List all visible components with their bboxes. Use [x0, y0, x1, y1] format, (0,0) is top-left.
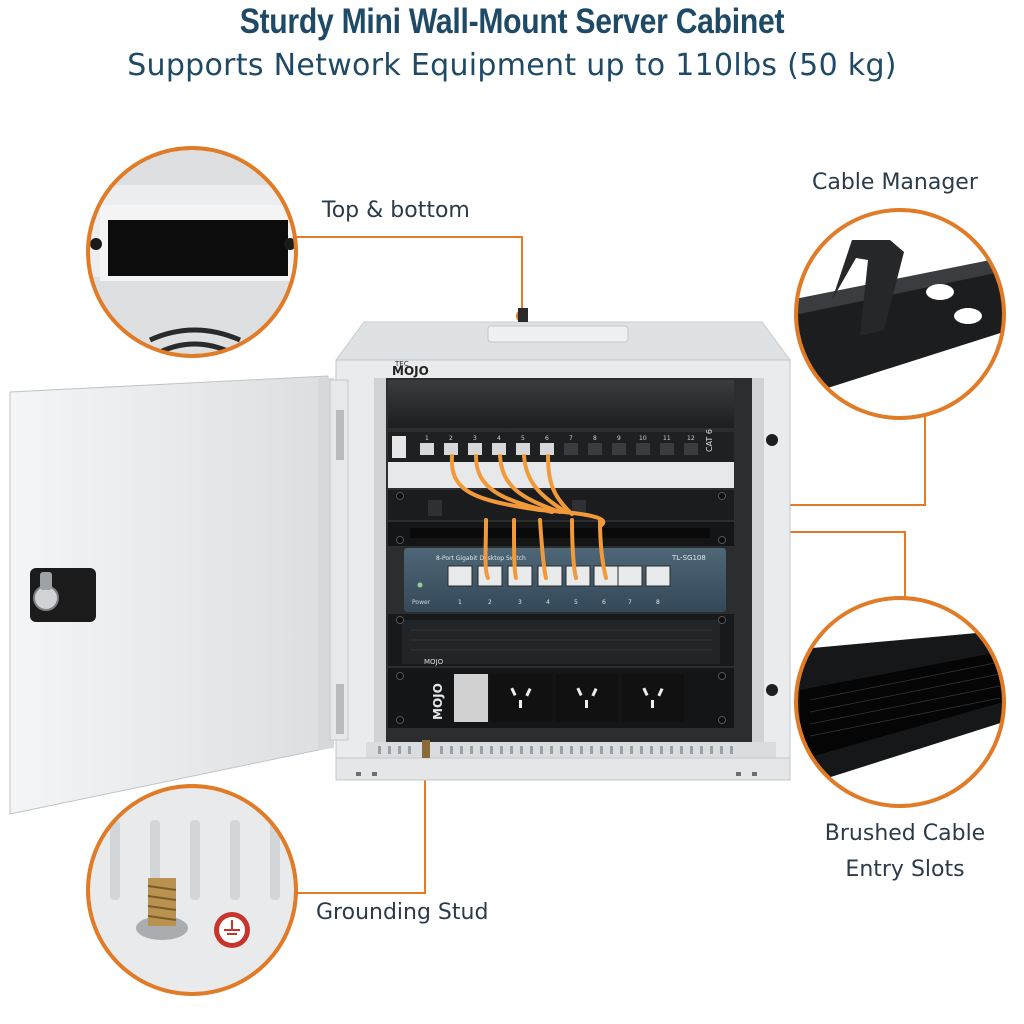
page-title: Sturdy Mini Wall-Mount Server Cabinet: [239, 2, 785, 41]
cabinet-brand: MOJO: [392, 364, 429, 378]
switch-port-num: 3: [518, 599, 522, 606]
switch-port-num: 5: [574, 599, 578, 606]
patch-port-num: 11: [663, 435, 671, 442]
patch-port-num: 12: [687, 435, 695, 442]
cabinet-brand-small: TEC: [394, 360, 409, 368]
patch-port-num: 6: [545, 435, 549, 442]
patch-port-num: 1: [425, 435, 429, 442]
callout-brushed-line1: Brushed Cable: [824, 821, 986, 846]
patch-ports: [420, 443, 698, 455]
switch-port-num: 2: [488, 599, 492, 606]
pdu-brand: MOJO: [431, 683, 445, 720]
callout-top-bottom: Top & bottom: [322, 198, 470, 223]
switch-port-num: 8: [656, 599, 660, 606]
patch-port-num: 3: [473, 435, 477, 442]
ground-symbol-icon: [214, 912, 250, 948]
patch-port-num: 4: [497, 435, 501, 442]
rack-equipment: 1 2 3 4 5 6 7 8 9 10 11 12 CAT 6 8-Port …: [388, 380, 734, 728]
zoom-brushed-entry: [794, 596, 1006, 808]
page-subtitle: Supports Network Equipment up to 110lbs …: [127, 48, 897, 83]
callout-cable-manager: Cable Manager: [812, 170, 978, 195]
patch-panel: [388, 432, 734, 462]
patch-port-num: 9: [617, 435, 621, 442]
power-outlets: [510, 687, 664, 708]
callout-brushed: Brushed Cable Entry Slots: [812, 816, 998, 888]
callout-brushed-line2: Entry Slots: [845, 857, 965, 882]
zoom-grounding-stud: [86, 784, 298, 996]
door-lock-icon[interactable]: [30, 568, 96, 622]
blank-panel: [388, 380, 734, 428]
patch-port-num: 7: [569, 435, 573, 442]
zoom-cable-manager: [794, 208, 1006, 420]
patch-port-num: 8: [593, 435, 597, 442]
switch-port-num: 4: [546, 599, 550, 606]
switch-port-num: 7: [628, 599, 632, 606]
zoom-top-vent: [86, 146, 298, 358]
patch-port-num: 5: [521, 435, 525, 442]
switch-model: TL-SG108: [671, 554, 706, 562]
leader-top-bottom: [296, 236, 523, 308]
switch-power: Power: [412, 599, 431, 606]
leader-lines: [296, 236, 926, 894]
patch-panel-label: CAT 6: [705, 429, 714, 452]
vent-slots: [378, 746, 733, 754]
patch-port-num: 2: [449, 435, 453, 442]
patch-cables: [449, 454, 608, 580]
switch-port-num: 1: [458, 599, 462, 606]
patch-port-num: 10: [639, 435, 647, 442]
switch-ports: [447, 565, 671, 587]
switch-title: 8-Port Gigabit Desktop Switch: [436, 555, 526, 562]
switch-port-num: 6: [602, 599, 606, 606]
shelf-brand: MOJO: [424, 658, 444, 666]
cabinet-door: [9, 375, 349, 815]
callout-grounding: Grounding Stud: [316, 900, 489, 925]
leader-grounding: [296, 770, 426, 894]
